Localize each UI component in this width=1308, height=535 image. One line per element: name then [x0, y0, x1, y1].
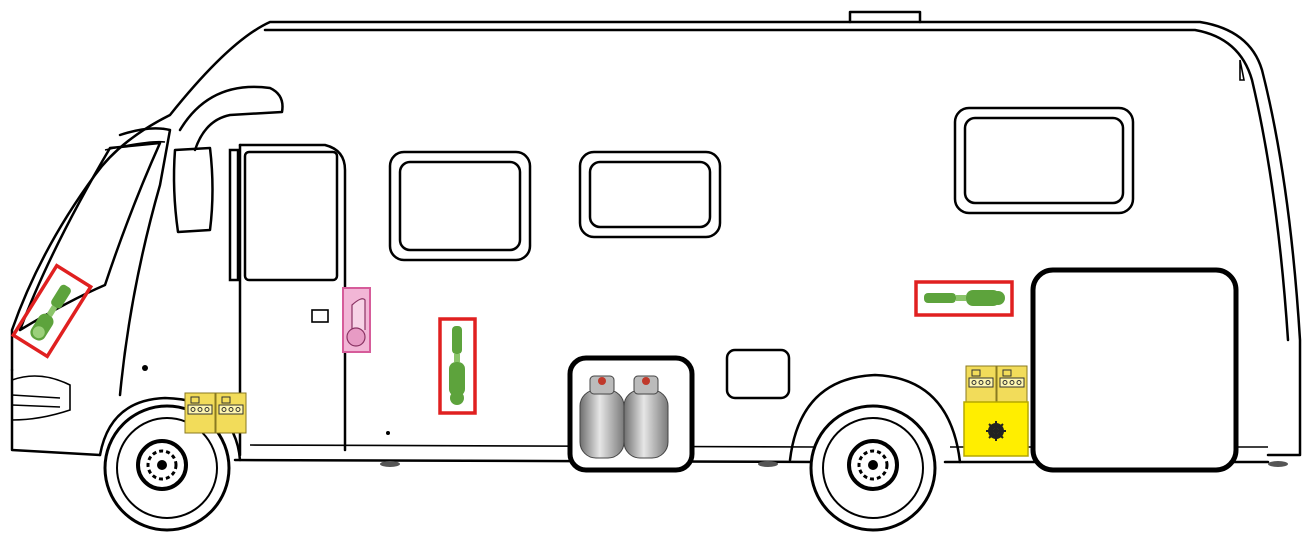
side-screwdriver-marker[interactable] — [440, 319, 475, 413]
battery-icon — [966, 366, 1027, 406]
rear-wheel — [790, 375, 960, 530]
rear-battery-marker[interactable] — [966, 366, 1027, 406]
windscreen-screwdriver-marker[interactable] — [13, 266, 90, 357]
gas-bottles[interactable] — [570, 358, 692, 470]
battery-icon — [185, 393, 246, 433]
rear-screwdriver-marker[interactable] — [916, 282, 1012, 315]
fuse-icon — [986, 421, 1006, 441]
front-battery-marker[interactable] — [185, 393, 246, 433]
rear-fuse-box-marker[interactable] — [964, 402, 1028, 456]
door-connector-marker[interactable] — [343, 288, 370, 352]
